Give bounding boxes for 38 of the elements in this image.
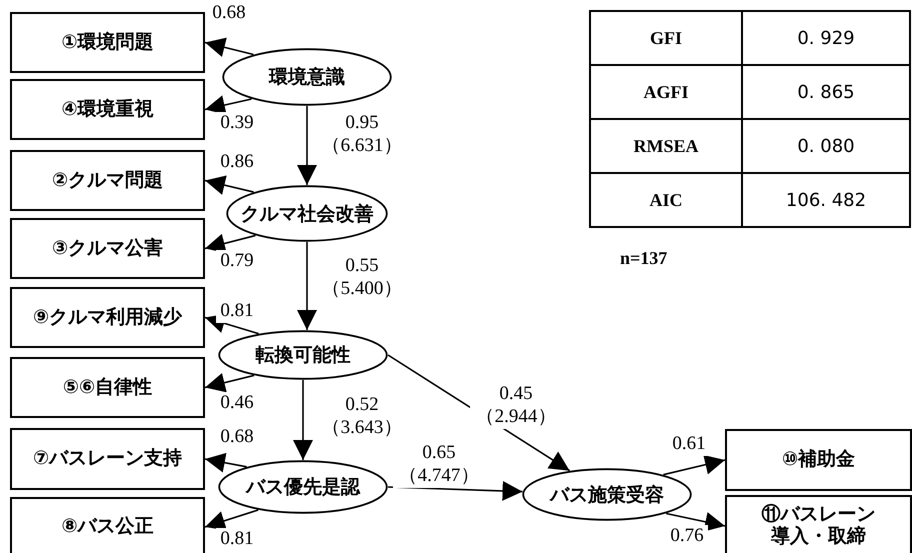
- arrow: [204, 175, 254, 195]
- arrow: [204, 38, 254, 57]
- observed-variable-box: ①環境問題: [10, 12, 205, 73]
- observed-variable-box: ④環境重視: [10, 79, 205, 140]
- table-cell: RMSEA: [590, 119, 742, 173]
- latent-variable-ellipse: バス施策受容: [522, 468, 692, 521]
- arrow: [297, 242, 317, 330]
- arrow: [204, 95, 252, 115]
- arrow: [388, 480, 523, 501]
- observed-variable-box: ⑩補助金: [725, 429, 912, 491]
- arrow: [204, 452, 247, 472]
- latent-variable-ellipse: 環境意識: [222, 48, 392, 106]
- table-cell: 0. 929: [742, 11, 910, 65]
- latent-variable-ellipse: バス優先是認: [218, 460, 388, 514]
- table-cell: 0. 865: [742, 65, 910, 119]
- sample-size-note: n=137: [620, 248, 668, 269]
- latent-variable-ellipse: クルマ社会改善: [226, 185, 388, 242]
- arrow: [204, 314, 259, 334]
- arrow: [204, 234, 256, 254]
- observed-variable-box: ⑤⑥自律性: [10, 357, 205, 418]
- observed-variable-box: ⑨クルマ利用減少: [10, 287, 205, 348]
- observed-variable-box: ⑧バス公正: [10, 497, 205, 553]
- table-cell: AGFI: [590, 65, 742, 119]
- latent-variable-ellipse: 転換可能性: [218, 330, 388, 380]
- table-cell: AIC: [590, 173, 742, 227]
- arrow: [297, 106, 317, 185]
- arrow: [666, 512, 726, 532]
- arrow: [293, 380, 313, 460]
- observed-variable-box: ②クルマ問題: [10, 150, 205, 211]
- observed-variable-box: ③クルマ公害: [10, 218, 205, 279]
- observed-variable-box: ⑦バスレーン支持: [10, 428, 205, 490]
- table-cell: 106. 482: [742, 173, 910, 227]
- table-cell: 0. 080: [742, 119, 910, 173]
- arrow: [663, 454, 726, 476]
- observed-variable-box: ⑪バスレーン導入・取締: [725, 495, 912, 553]
- table-cell: GFI: [590, 11, 742, 65]
- arrow: [204, 373, 254, 392]
- arrow: [204, 509, 258, 530]
